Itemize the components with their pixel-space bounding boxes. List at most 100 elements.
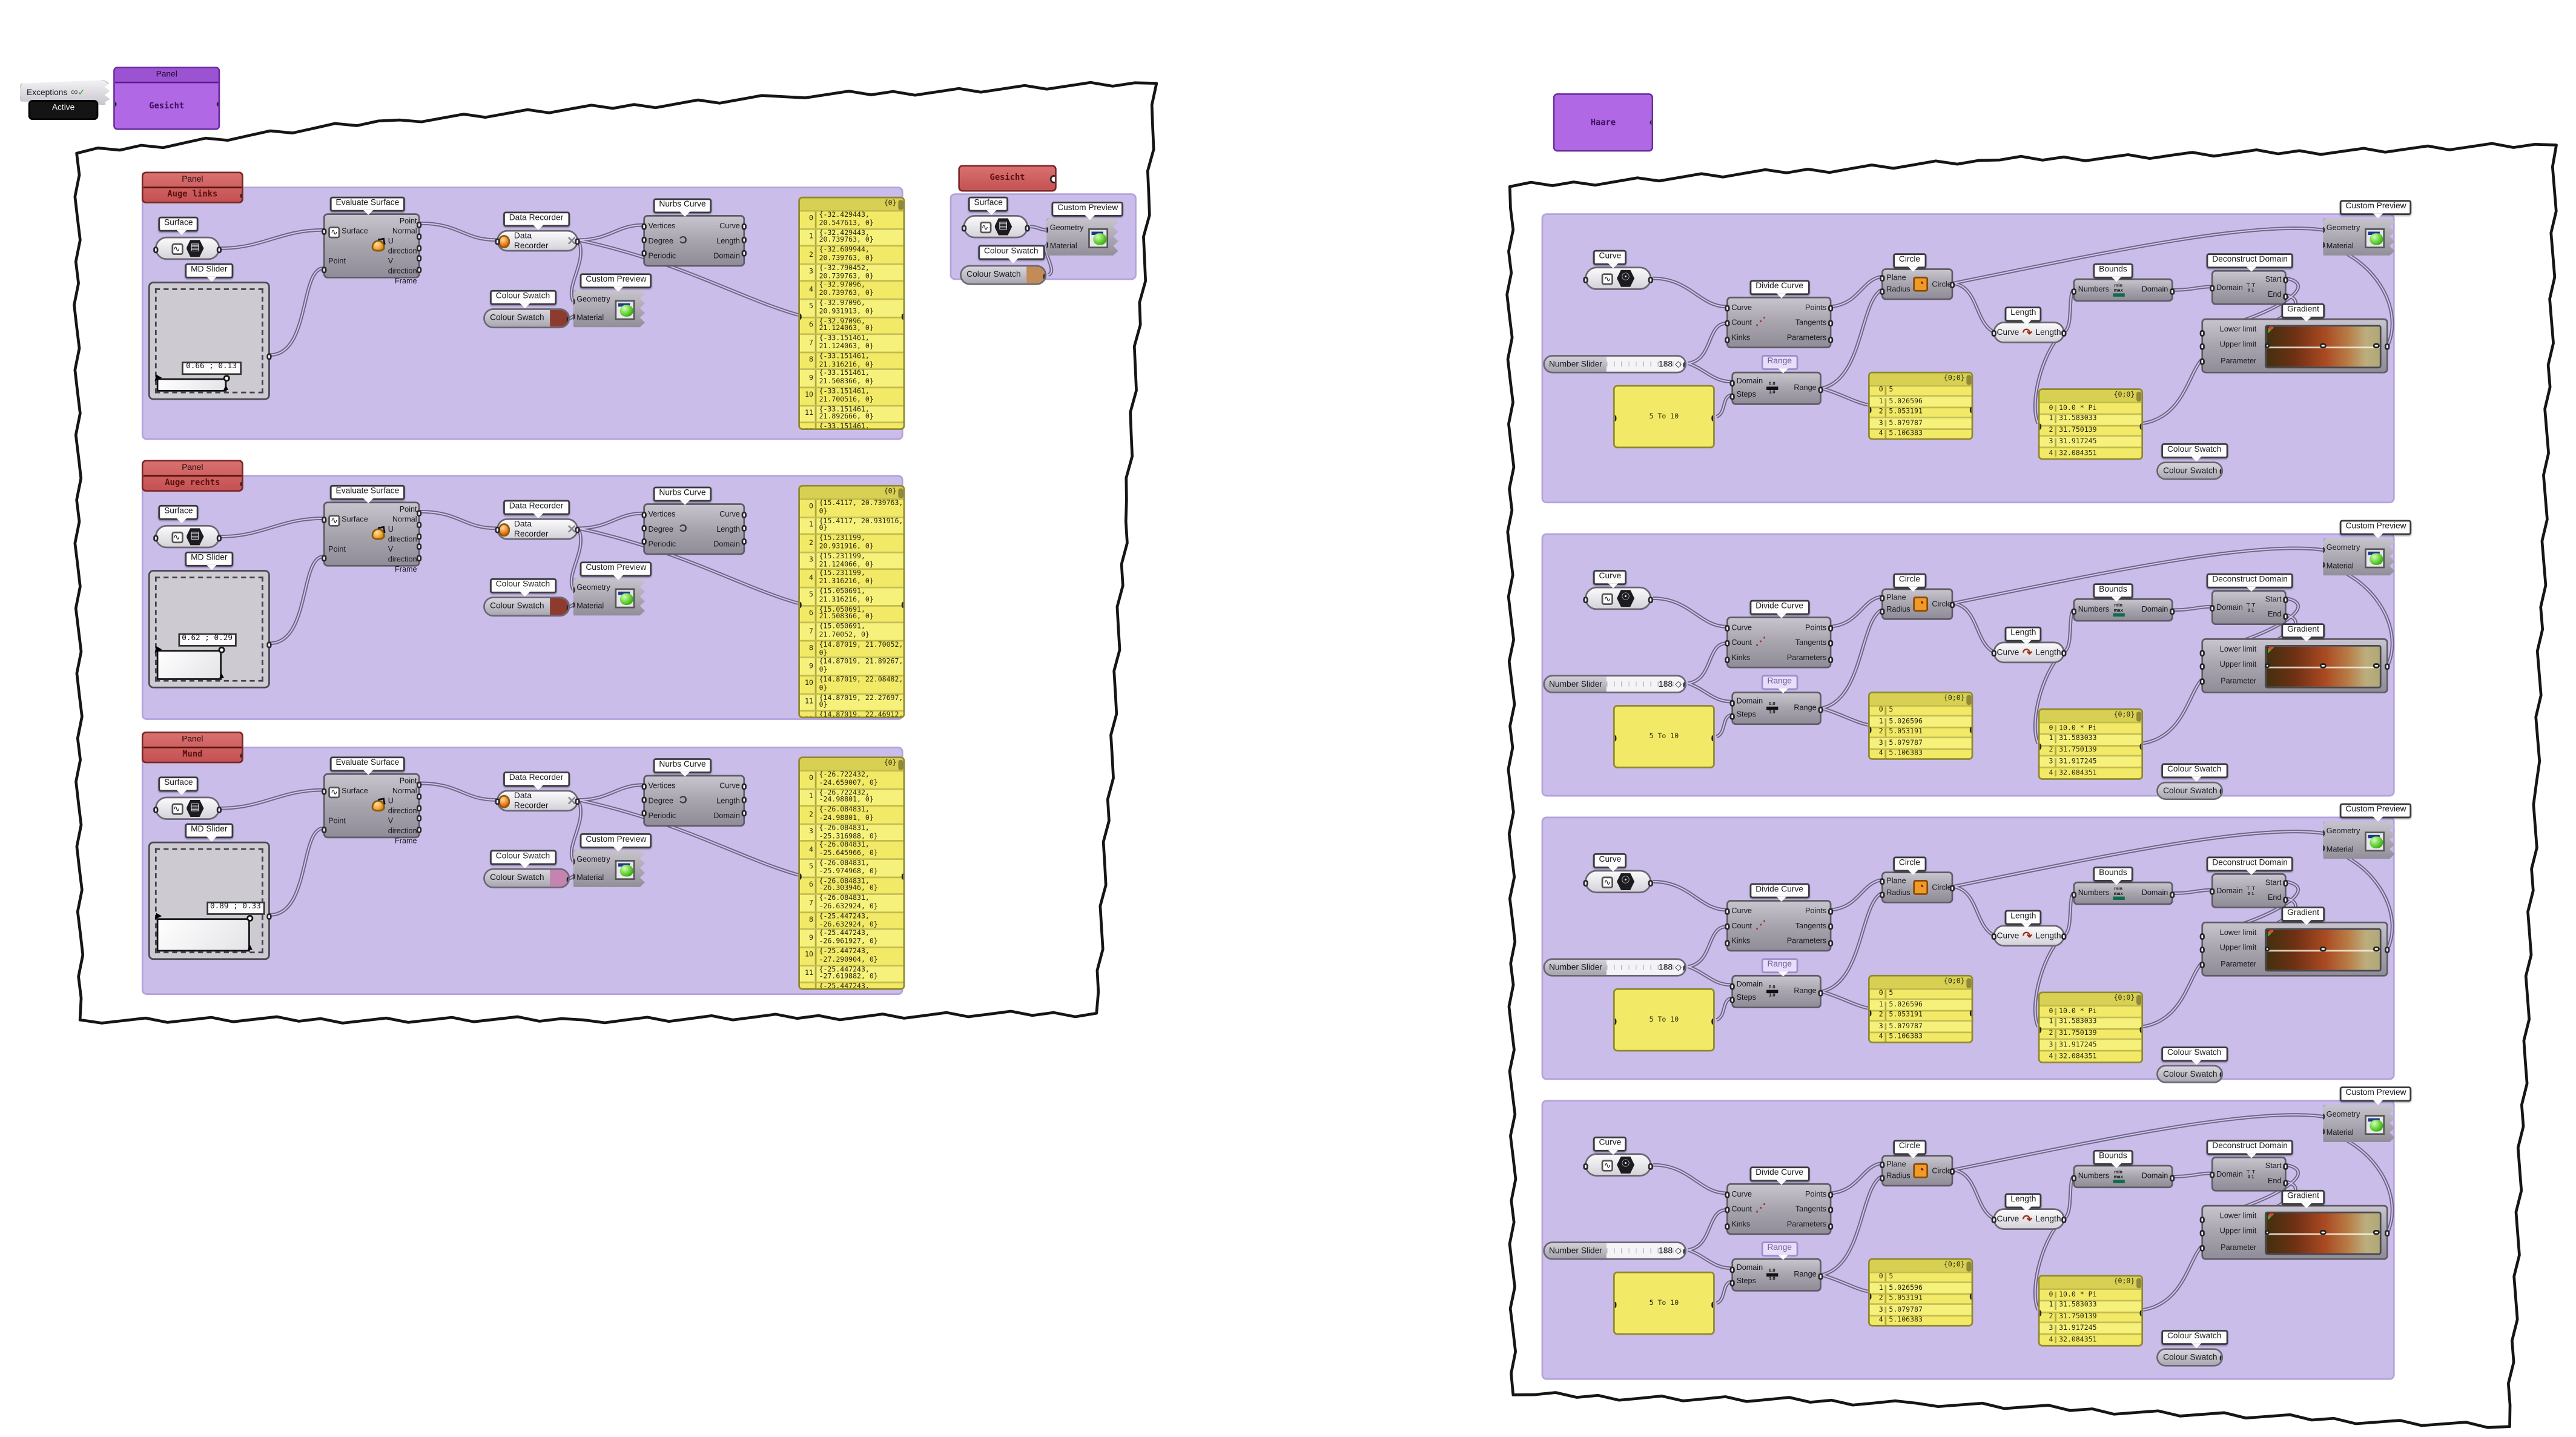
divide-curve-node[interactable]: Curve Count Kinks ⋰ Points Tangents Para… xyxy=(1725,616,1834,669)
md-arrow-bottom[interactable]: ▲ xyxy=(222,383,230,394)
colour-swatch[interactable]: Colour Swatch xyxy=(483,308,570,329)
port-pin[interactable] xyxy=(1614,735,1617,741)
port-pin[interactable] xyxy=(266,354,272,360)
port-pin[interactable] xyxy=(1711,1302,1714,1308)
clear-icon[interactable]: ✕ xyxy=(567,236,577,248)
port-pin[interactable] xyxy=(1614,1302,1617,1308)
port-pin[interactable] xyxy=(2071,609,2077,615)
port-pin[interactable] xyxy=(1817,990,1823,996)
port-pin[interactable] xyxy=(1043,274,1045,280)
port-pin[interactable] xyxy=(2199,1231,2205,1236)
custom-preview-node[interactable]: Geometry Material xyxy=(2323,821,2395,859)
gradient-bar[interactable] xyxy=(2264,644,2382,688)
circle-node[interactable]: Plane Radius ◔ Circle xyxy=(1880,871,1955,903)
port-pin[interactable] xyxy=(1725,908,1731,914)
number-slider-track[interactable]: 188◇ xyxy=(1606,1243,1685,1258)
port-pin[interactable] xyxy=(2071,892,2077,898)
port-pin[interactable] xyxy=(2210,285,2215,291)
port-pin[interactable] xyxy=(2199,679,2205,684)
port-pin[interactable] xyxy=(1725,320,1731,326)
surface-param[interactable]: ∿ ▤ xyxy=(153,236,222,260)
port-pin[interactable] xyxy=(2199,947,2205,953)
port-pin[interactable] xyxy=(1828,908,1834,914)
port-pin[interactable] xyxy=(799,602,802,608)
port-pin[interactable] xyxy=(1683,362,1685,368)
port-pin[interactable] xyxy=(1725,640,1731,646)
port-pin[interactable] xyxy=(741,512,747,518)
gradient-handle[interactable] xyxy=(2373,662,2379,669)
md-slider[interactable]: 0.62 ; 0.29 ▶ ▲ xyxy=(148,570,272,689)
port-pin[interactable] xyxy=(1828,1224,1834,1229)
port-pin[interactable] xyxy=(1969,1293,1972,1300)
port-pin[interactable] xyxy=(322,788,327,794)
port-pin[interactable] xyxy=(1880,289,1886,294)
port-pin[interactable] xyxy=(2139,744,2142,750)
port-pin[interactable] xyxy=(322,517,327,523)
port-pin[interactable] xyxy=(1725,657,1731,663)
port-pin[interactable] xyxy=(574,799,580,805)
md-slider-handle[interactable] xyxy=(246,914,254,922)
port-pin[interactable] xyxy=(1711,1019,1714,1025)
surface-param[interactable]: ∿ ▤ xyxy=(961,215,1030,239)
colour-swatch[interactable]: Colour Swatch xyxy=(2156,1065,2224,1083)
port-pin[interactable] xyxy=(322,267,327,273)
port-pin[interactable] xyxy=(641,784,647,790)
deconstruct-domain-node[interactable]: Domain ⊤ ⊤0 1 Start End xyxy=(2210,873,2288,908)
gesicht-panel[interactable]: Gesicht xyxy=(958,165,1057,192)
port-pin[interactable] xyxy=(1880,609,1886,615)
port-pin[interactable] xyxy=(2169,289,2175,294)
port-pin[interactable] xyxy=(573,602,575,608)
colour-swatch-color[interactable] xyxy=(549,870,569,887)
face-group[interactable]: Panel Auge rechts Surface ∿ ▤ MD Slider … xyxy=(141,460,905,720)
port-pin[interactable] xyxy=(2039,744,2042,750)
port-pin[interactable] xyxy=(1583,1163,1589,1169)
port-pin[interactable] xyxy=(2071,289,2077,294)
domain-panel[interactable]: 5 To 10 xyxy=(1613,705,1715,768)
port-pin[interactable] xyxy=(1725,305,1731,311)
port-pin[interactable] xyxy=(2384,1231,2390,1236)
port-pin[interactable] xyxy=(799,874,802,879)
gradient-handle[interactable] xyxy=(2373,946,2379,952)
data-panel[interactable]: {0} 0{-32.429443, 20.547613, 0}1{-32.429… xyxy=(798,196,905,431)
port-pin[interactable] xyxy=(641,223,647,230)
port-pin[interactable] xyxy=(1869,1010,1872,1016)
port-pin[interactable] xyxy=(1880,1175,1886,1181)
group-header-panel[interactable]: Panel Auge rechts xyxy=(141,460,243,492)
nurbs-curve-node[interactable]: Vertices Degree Periodic Ɔ Curve Length … xyxy=(641,775,747,827)
gradient-handle[interactable] xyxy=(2373,1229,2379,1235)
port-pin[interactable] xyxy=(1991,330,1997,336)
custom-preview-node[interactable]: Geometry Material xyxy=(573,289,646,328)
port-pin[interactable] xyxy=(2210,888,2215,894)
port-pin[interactable] xyxy=(2039,424,2042,429)
panel-widget[interactable]: Panel Gesicht xyxy=(113,67,220,130)
custom-preview-node[interactable]: Geometry Material xyxy=(573,578,646,616)
port-pin[interactable] xyxy=(1880,595,1886,601)
port-pin[interactable] xyxy=(2282,880,2288,886)
port-pin[interactable] xyxy=(2219,788,2222,794)
port-pin[interactable] xyxy=(1725,1224,1731,1229)
port-pin[interactable] xyxy=(416,782,422,788)
data-panel[interactable]: {0} 0{15.4117, 20.739763, 0}1{15.4117, 2… xyxy=(798,484,905,719)
port-pin[interactable] xyxy=(901,874,903,879)
evaluate-surface-node[interactable]: ∿Surface Point Point Normal U direction … xyxy=(322,773,422,845)
haare-group[interactable]: Curve ∿ ☉ Number Slider 188◇ 5 To 10 Div… xyxy=(1541,520,2413,800)
port-pin[interactable] xyxy=(2199,358,2205,365)
port-pin[interactable] xyxy=(2061,330,2067,336)
gradient-handle[interactable] xyxy=(2264,662,2271,669)
port-pin[interactable] xyxy=(641,810,647,816)
port-pin[interactable] xyxy=(153,807,159,813)
port-pin[interactable] xyxy=(2323,845,2325,851)
port-pin[interactable] xyxy=(961,225,967,231)
deconstruct-domain-node[interactable]: Domain ⊤ ⊤0 1 Start End xyxy=(2210,1156,2288,1192)
port-pin[interactable] xyxy=(2169,1175,2175,1181)
haare-group[interactable]: Curve ∿ ☉ Number Slider 188◇ 5 To 10 Div… xyxy=(1541,200,2413,504)
divide-curve-node[interactable]: Curve Count Kinks ⋰ Points Tangents Para… xyxy=(1725,1183,1834,1235)
port-pin[interactable] xyxy=(416,805,422,811)
length-node[interactable]: Curve ↷ Length xyxy=(1991,322,2067,343)
port-pin[interactable] xyxy=(901,314,903,320)
port-pin[interactable] xyxy=(2199,1245,2205,1251)
